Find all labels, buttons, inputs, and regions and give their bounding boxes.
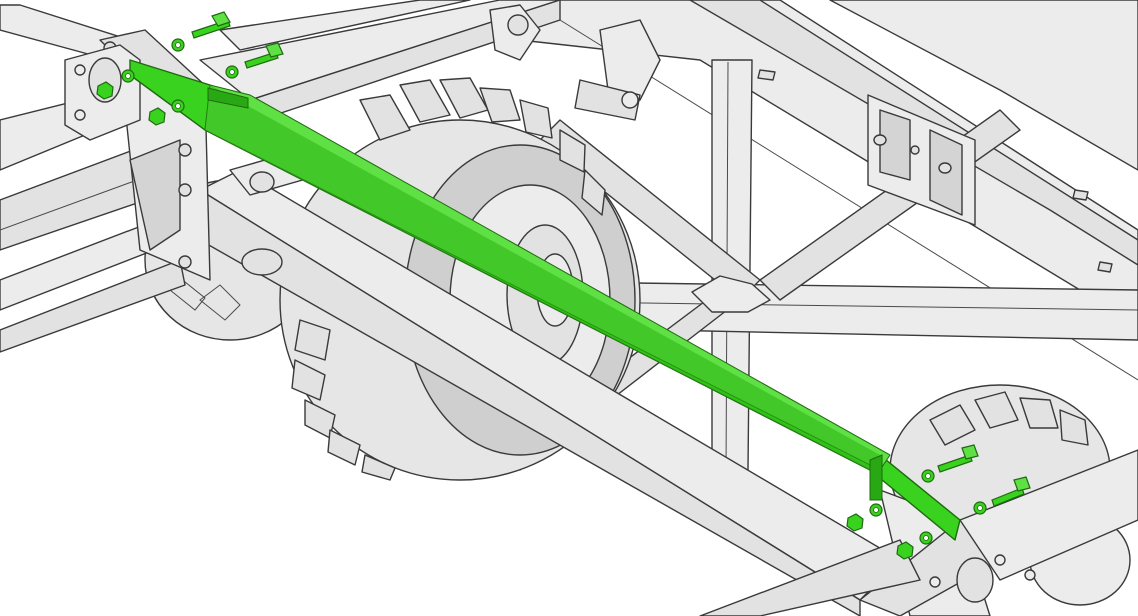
bolt-top-left-2 — [244, 42, 284, 69]
nut — [846, 513, 864, 532]
mounting-nuts — [96, 81, 914, 560]
pivot-clevis-top — [489, 4, 661, 121]
upper-left-rail — [199, 0, 561, 121]
bracket-right — [699, 449, 1138, 616]
mounting-bolts — [191, 11, 1031, 507]
bolt-top-left-1 — [191, 11, 231, 39]
mounting-washers — [121, 38, 987, 545]
tread-lugs — [291, 77, 606, 481]
diagonal-brace-bar — [129, 59, 961, 541]
bolt-right-2 — [991, 476, 1031, 507]
bolt-right-1 — [937, 444, 979, 473]
small-tabs — [757, 69, 1113, 273]
nut — [148, 107, 166, 126]
mounting-plate-right — [867, 94, 976, 226]
nut — [96, 81, 114, 100]
nut — [896, 541, 914, 560]
